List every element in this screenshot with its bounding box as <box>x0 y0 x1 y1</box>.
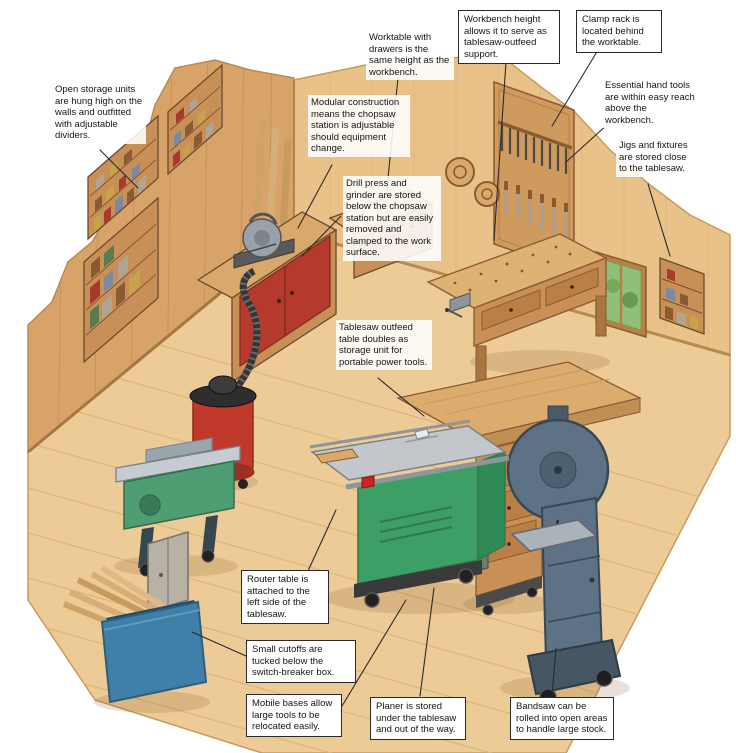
window <box>595 250 647 339</box>
workbench <box>426 233 608 391</box>
callout-clamp-rack: Clamp rack is located behind the worktab… <box>576 10 662 53</box>
callout-planer: Planer is stored under the tablesaw and … <box>370 697 466 740</box>
callout-modular-construction: Modular construction means the chopsaw s… <box>308 95 410 157</box>
chopsaw <box>233 212 295 269</box>
bandsaw <box>506 405 622 706</box>
router-table-insert <box>315 448 359 464</box>
scrap-bin <box>62 565 208 704</box>
tablesaw <box>309 419 510 608</box>
jigs-shelf <box>659 257 705 335</box>
callout-worktable-drawers: Worktable with drawers is the same heigh… <box>366 30 454 81</box>
callout-tablesaw-outfeed: Tablesaw outfeed table doubles as storag… <box>336 320 432 371</box>
hand-tools <box>504 181 568 238</box>
callout-mobile-bases: Mobile bases allow large tools to be rel… <box>246 694 342 737</box>
callout-small-cutoffs: Small cutoffs are tucked below the switc… <box>246 640 356 683</box>
mobile-base <box>354 560 482 598</box>
switch-breaker-box <box>147 530 189 614</box>
callout-jigs-fixtures: Jigs and fixtures are stored close to th… <box>616 138 698 177</box>
callout-workbench-height: Workbench height allows it to serve as t… <box>458 10 560 65</box>
callout-drill-press: Drill press and grinder are stored below… <box>343 176 441 262</box>
bench-vise <box>445 292 471 318</box>
clamp-rack <box>497 120 573 174</box>
callout-router-table: Router table is attached to the left sid… <box>241 570 329 625</box>
open-storage-shelves <box>83 63 292 364</box>
wall-hose-coils <box>445 157 500 207</box>
power-switch <box>361 475 375 489</box>
callout-open-storage: Open storage units are hung high on the … <box>52 82 146 144</box>
tool-rack <box>493 80 575 274</box>
callout-essential-hand-tools: Essential hand tools are within easy rea… <box>602 78 698 129</box>
callout-bandsaw: Bandsaw can be rolled into open areas to… <box>510 697 614 740</box>
chopsaw-station <box>196 211 338 384</box>
saw-blade <box>414 428 430 440</box>
dog-holes <box>453 245 572 292</box>
